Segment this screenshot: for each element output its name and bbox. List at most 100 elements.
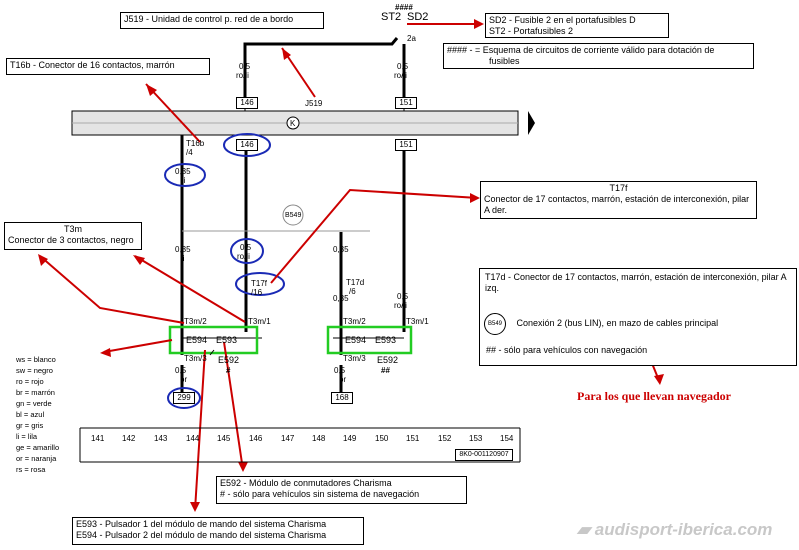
- bottom-left-size: 0,5: [175, 366, 187, 375]
- st2-label: ST2: [381, 11, 402, 23]
- red-arrows: [39, 23, 661, 511]
- svg-text:K: K: [290, 119, 296, 128]
- hash-line1: #### - = Esquema de circuitos de corrien…: [447, 45, 715, 55]
- mid-lower-color: ro/li: [237, 252, 250, 261]
- legend-item: ws = blanco: [16, 355, 56, 364]
- far-right-size: 0,5: [397, 292, 409, 301]
- switch-right-e594: E594: [345, 335, 367, 345]
- callout-fuse-scheme: #### - = Esquema de circuitos de corrien…: [443, 43, 754, 69]
- conn-151-mid: 151: [395, 139, 417, 151]
- legend-item: li = lila: [16, 432, 38, 441]
- highlight-146: [223, 133, 271, 157]
- t3m-title: T3m: [64, 224, 82, 234]
- b549-row: B549 Conexión 2 (bus LIN), en mazo de ca…: [484, 313, 784, 335]
- highlight-299: [167, 387, 201, 409]
- w151-top-color: ro/li: [394, 71, 407, 80]
- t17d-name: T17d: [346, 278, 365, 287]
- callout-sd2: SD2 - Fusible 2 en el portafusibles D ST…: [485, 13, 669, 38]
- legend-item: gr = gris: [16, 421, 44, 430]
- t3m3-left: T3m/3: [184, 354, 207, 363]
- t3m1-left: T3m/1: [248, 317, 271, 326]
- left-lower-size: 0,35: [175, 245, 191, 254]
- w146-top-size: 0,5: [239, 62, 251, 71]
- e592-line2: # - sólo para vehículos sin sistema de n…: [220, 489, 420, 499]
- w146-top-color: ro/li: [236, 71, 249, 80]
- callout-t17f: T17f Conector de 17 contactos, marrón, e…: [480, 181, 757, 219]
- t17f-text: Conector de 17 contactos, marrón, estaci…: [484, 194, 750, 215]
- b549-symbol-icon: B549: [484, 313, 506, 335]
- legend-item: ro = rojo: [16, 377, 44, 386]
- mid-lower-size: 0,5: [240, 243, 252, 252]
- e592-right: E592: [377, 355, 399, 365]
- navigation-description: ## - sólo para vehículos con navegación: [486, 345, 648, 355]
- legend-item: ge = amarillo: [16, 443, 60, 452]
- callout-j519: J519 - Unidad de control p. red de a bor…: [120, 12, 324, 29]
- callout-t3m: T3m Conector de 3 contactos, negro: [4, 222, 142, 250]
- t3m3-right: T3m/3: [343, 354, 366, 363]
- t16b-color: li: [182, 176, 186, 185]
- legend-item: bl = azul: [16, 410, 45, 419]
- t17f-title: T17f: [609, 183, 628, 193]
- legend-item: gn = verde: [16, 399, 52, 408]
- e594-line: E594 - Pulsador 2 del módulo de mando de…: [76, 530, 327, 540]
- j519-label: J519: [305, 99, 323, 108]
- e592-line1: E592 - Módulo de conmutadores Charisma: [220, 478, 392, 488]
- fuse-header: ####: [395, 3, 413, 12]
- hash-line2: fusibles: [489, 56, 520, 66]
- watermark: ▰ audisport-iberica.com: [577, 520, 772, 540]
- highlight-t16b: [164, 163, 206, 187]
- e592-right-mark: ##: [381, 366, 390, 375]
- e593-line: E593 - Pulsador 1 del módulo de mando de…: [76, 519, 327, 529]
- bottom-left-color: br: [180, 375, 188, 384]
- t16b-pin: /4: [186, 148, 193, 157]
- conn-146-mid: 146: [236, 139, 258, 151]
- t16b-size: 0,35: [175, 167, 191, 176]
- conn-299: 299: [173, 392, 195, 404]
- callout-e593-e594: E593 - Pulsador 1 del módulo de mando de…: [72, 517, 364, 545]
- e592-left: E592: [218, 355, 240, 365]
- ground-symbol-icon: [286, 116, 300, 130]
- bottom-right-size: 0,5: [334, 366, 346, 375]
- highlight-05-rolii: [230, 238, 264, 264]
- bottom-right-color: br: [339, 375, 347, 384]
- legend-item: or = naranja: [16, 454, 57, 463]
- sd2-line2: ST2 - Portafusibles 2: [489, 26, 574, 36]
- conn-168: 168: [331, 392, 353, 404]
- conn-151-top: 151: [395, 97, 417, 109]
- navegador-note: Para los que llevan navegador: [577, 389, 732, 403]
- t3m-text: Conector de 3 contactos, negro: [8, 235, 134, 245]
- b549-description: Conexión 2 (bus LIN), en mazo de cables …: [516, 318, 719, 329]
- left-lower-color: li: [181, 254, 185, 263]
- t3m2-left: T3m/2: [184, 317, 207, 326]
- switch-left-e593: E593: [216, 335, 238, 345]
- callout-t16b: T16b - Conector de 16 contactos, marrón: [6, 58, 210, 75]
- sd2-pin: 2a: [407, 34, 416, 43]
- sd2-line1: SD2 - Fusible 2 en el portafusibles D: [489, 15, 636, 25]
- switch-box-right: [326, 325, 413, 355]
- t17d-color: li: [339, 303, 343, 312]
- t3m1-right: T3m/1: [406, 317, 429, 326]
- watermark-text: audisport-iberica.com: [594, 520, 773, 539]
- sd2-label: SD2: [407, 11, 429, 23]
- w151-top-size: 0,5: [397, 62, 409, 71]
- b549-node: B549: [285, 212, 302, 219]
- conn-146-top: 146: [236, 97, 258, 109]
- switch-left-e594: E594: [186, 335, 208, 345]
- t17d-pin: /6: [349, 287, 356, 296]
- t17d-description: T17d - Conector de 17 contactos, marrón,…: [485, 272, 787, 293]
- t3m2-right: T3m/2: [343, 317, 366, 326]
- e592-left-mark: #: [226, 366, 231, 375]
- t17f-pin: /16: [251, 288, 263, 297]
- t16b-name: T16b: [186, 139, 205, 148]
- red-arrowheads: [38, 19, 664, 512]
- highlight-t17f: [235, 272, 285, 296]
- legend-item: rs = rosa: [16, 465, 46, 474]
- switch-right-e593: E593: [375, 335, 397, 345]
- t17f-name: T17f: [251, 279, 268, 288]
- callout-e592: E592 - Módulo de conmutadores Charisma #…: [216, 476, 467, 504]
- doc-number: 8K0-001120907: [455, 449, 513, 461]
- right-lower-color: li: [339, 254, 343, 263]
- callout-legend-right: T17d - Conector de 17 contactos, marrón,…: [479, 268, 797, 366]
- watermark-logo-icon: ▰: [577, 520, 595, 539]
